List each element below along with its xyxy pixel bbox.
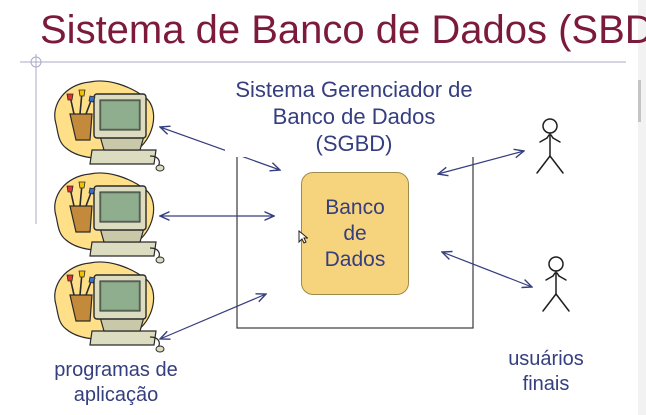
scrollbar-thumb[interactable] [638,80,641,122]
database-label: Banco de Dados [325,195,386,273]
stick-figure-icon [542,256,570,312]
caption-line: usuários [508,348,584,370]
app-arrow-3 [160,294,266,339]
database-box: Banco de Dados [301,172,409,295]
slide-decoration [20,54,626,224]
computer-clipart-icon [53,80,165,172]
app-arrow-1 [160,127,280,170]
computer-clipart-icon [53,261,165,353]
database-label-line: Banco [325,195,385,219]
user-arrow-2 [442,252,532,287]
database-label-line: de [343,221,367,245]
sgbd-label-line: (SGBD) [315,131,393,156]
window-edge [638,0,646,415]
end-users-caption: usuários finais [496,347,596,397]
sgbd-label: Sistema Gerenciador de Banco de Dados (S… [225,76,483,157]
caption-line: aplicação [73,384,159,406]
user-arrow-1 [438,151,524,174]
application-programs-caption: programas de aplicação [30,358,202,408]
sgbd-label-line: Banco de Dados [272,104,436,129]
caption-line: programas de [54,359,178,381]
mouse-cursor-icon [298,230,308,244]
sgbd-label-line: Sistema Gerenciador de [235,77,473,102]
stick-figure-icon [536,118,564,174]
caption-line: finais [522,373,570,395]
database-label-line: Dados [324,247,386,271]
slide-title: Sistema de Banco de Dados (SBD) [40,8,646,52]
computer-clipart-icon [53,172,165,264]
